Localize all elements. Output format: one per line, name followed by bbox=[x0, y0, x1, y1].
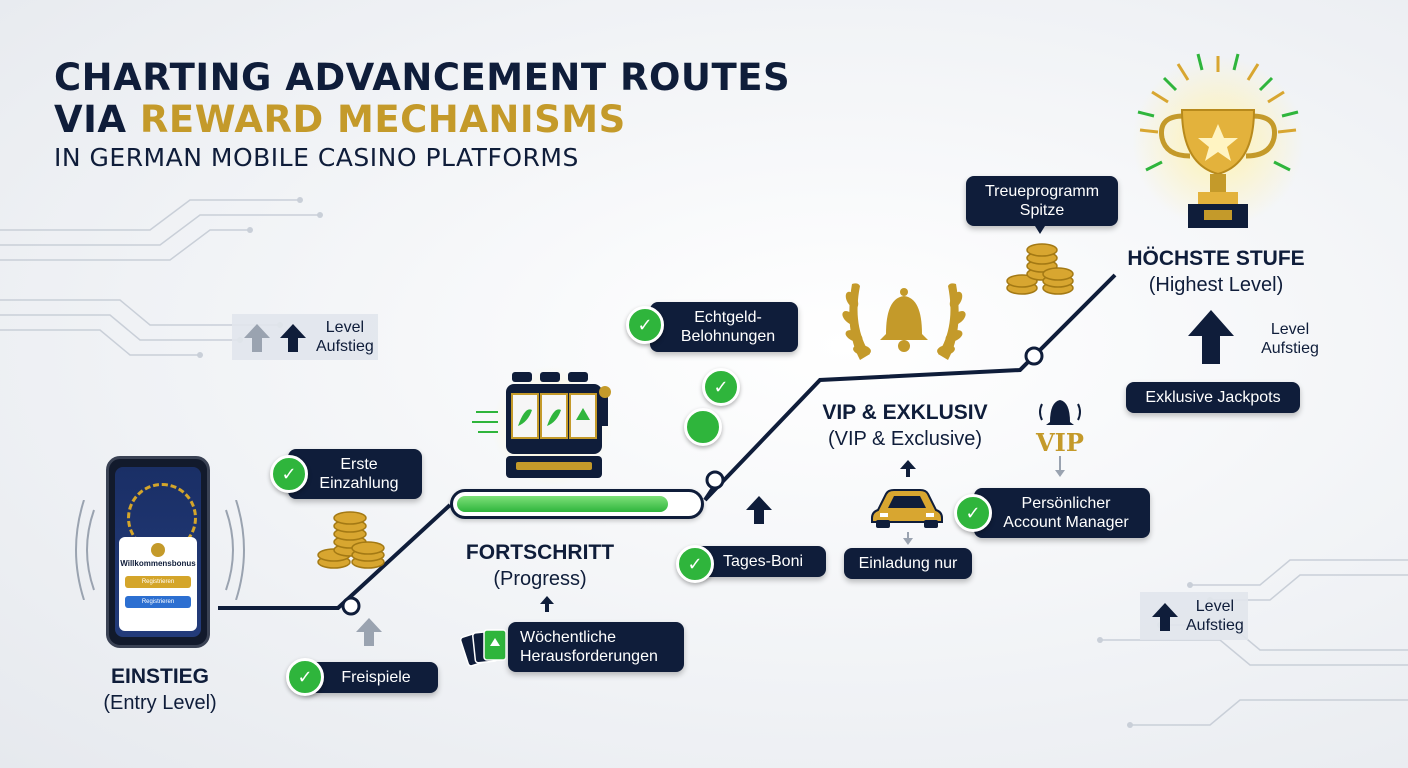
reward-echtgeld-label: Echtgeld-Belohnungen bbox=[680, 309, 776, 345]
arrow-up-icon bbox=[540, 596, 554, 612]
title-prefix: VIA bbox=[54, 98, 140, 141]
stage-entry-subtitle: (Entry Level) bbox=[103, 692, 217, 714]
coin-badge-icon bbox=[151, 543, 165, 557]
arrow-up-icon bbox=[900, 460, 916, 477]
reward-erste-einzahlung-label: Erste Einzahlung bbox=[319, 456, 399, 492]
stage-progress: FORTSCHRITT (Progress) bbox=[440, 540, 640, 592]
check-icon: ✓ bbox=[626, 306, 664, 344]
reward-tages-boni-label: Tages-Boni bbox=[722, 553, 804, 570]
arrow-up-icon bbox=[280, 324, 306, 352]
level-up-indicator-right: Level Aufstieg bbox=[1186, 308, 1336, 368]
page-title: CHARTING ADVANCEMENT ROUTES bbox=[54, 56, 791, 99]
reward-woechentliche-label: Wöchentliche Herausforderungen bbox=[520, 629, 658, 665]
level-up-indicator-left: Level Aufstieg bbox=[232, 314, 378, 360]
stage-progress-subtitle: (Progress) bbox=[493, 568, 587, 590]
arrow-up-icon bbox=[1152, 603, 1178, 631]
coins-icon bbox=[317, 511, 385, 569]
reward-treueprogramm: Treueprogramm Spitze bbox=[966, 176, 1118, 226]
reward-jackpots-label: Exklusive Jackpots bbox=[1145, 389, 1281, 406]
slot-machine-icon bbox=[472, 366, 612, 486]
vip-badge: VIP bbox=[1036, 428, 1084, 457]
check-icon bbox=[684, 408, 722, 446]
reward-tages-boni: Tages-Boni bbox=[694, 546, 826, 577]
path-node bbox=[341, 346, 1044, 616]
reward-account-manager-label: Persönlicher Account Manager bbox=[1003, 495, 1129, 531]
reward-freispiele: Freispiele bbox=[302, 662, 438, 693]
welcome-card: Willkommensbonus Registrieren Registrier… bbox=[119, 537, 197, 631]
bell-laurel-icon bbox=[842, 283, 966, 360]
reward-freispiele-label: Freispiele bbox=[341, 669, 411, 686]
check-icon: ✓ bbox=[954, 494, 992, 532]
arrow-up-icon bbox=[746, 496, 772, 524]
stage-highest: HÖCHSTE STUFE (Highest Level) bbox=[1104, 246, 1328, 298]
stage-entry: EINSTIEG (Entry Level) bbox=[60, 664, 260, 716]
car-pointer bbox=[903, 532, 913, 545]
smartphone-icon: Willkommensbonus Registrieren Registrier… bbox=[106, 456, 210, 648]
check-icon: ✓ bbox=[702, 368, 740, 406]
reward-einladung-label: Einladung nur bbox=[858, 555, 958, 572]
stage-progress-title: FORTSCHRITT bbox=[465, 541, 615, 564]
reward-account-manager: Persönlicher Account Manager bbox=[974, 488, 1150, 538]
check-icon: ✓ bbox=[676, 545, 714, 583]
arrow-up-icon bbox=[356, 618, 382, 646]
bell-icon bbox=[1039, 400, 1081, 425]
level-up-label-bottom-right: Level Aufstieg bbox=[1186, 598, 1244, 634]
signal-waves-icon bbox=[75, 500, 245, 600]
coins-icon bbox=[1006, 243, 1074, 295]
reward-einladung: Einladung nur bbox=[844, 548, 972, 579]
treueprogramm-pointer bbox=[1035, 226, 1045, 234]
trophy-icon bbox=[1132, 53, 1304, 228]
check-icon: ✓ bbox=[270, 455, 308, 493]
reward-woechentliche: Wöchentliche Herausforderungen bbox=[508, 622, 684, 672]
check-icon: ✓ bbox=[286, 658, 324, 696]
register-button-primary[interactable]: Registrieren bbox=[125, 576, 191, 588]
stage-vip-title: VIP & EXKLUSIV bbox=[822, 401, 988, 424]
progress-bar bbox=[450, 489, 704, 519]
stage-highest-title: HÖCHSTE STUFE bbox=[1127, 247, 1305, 270]
arrow-up-icon bbox=[1188, 310, 1234, 364]
stage-vip-subtitle: (VIP & Exclusive) bbox=[827, 428, 983, 450]
arrow-up-icon bbox=[244, 324, 270, 352]
car-icon bbox=[871, 489, 943, 528]
progress-bar-fill bbox=[457, 496, 668, 512]
level-up-indicator-bottom-right: Level Aufstieg bbox=[1140, 592, 1248, 640]
register-button-secondary[interactable]: Registrieren bbox=[125, 596, 191, 608]
page-title-line2: VIA REWARD MECHANISMS bbox=[54, 98, 626, 141]
vip-badge-pointer bbox=[1055, 456, 1065, 477]
stage-entry-title: EINSTIEG bbox=[110, 665, 210, 688]
playing-cards-icon bbox=[460, 629, 507, 667]
stage-vip: VIP & EXKLUSIV (VIP & Exclusive) bbox=[800, 400, 1010, 452]
level-up-label-left: Level Aufstieg bbox=[316, 319, 374, 355]
stage-highest-subtitle: (Highest Level) bbox=[1148, 274, 1284, 296]
reward-treueprogramm-label: Treueprogramm Spitze bbox=[984, 183, 1100, 219]
welcome-bonus-label: Willkommensbonus bbox=[120, 559, 196, 568]
title-highlight: REWARD MECHANISMS bbox=[139, 98, 626, 141]
reward-echtgeld: Echtgeld-Belohnungen bbox=[650, 302, 798, 352]
level-up-label-right: Level Aufstieg bbox=[1261, 321, 1319, 357]
reward-jackpots: Exklusive Jackpots bbox=[1126, 382, 1300, 413]
reward-erste-einzahlung: Erste Einzahlung bbox=[288, 449, 422, 499]
page-subtitle: IN GERMAN MOBILE CASINO PLATFORMS bbox=[54, 143, 579, 172]
phone-screen: Willkommensbonus Registrieren Registrier… bbox=[115, 467, 201, 637]
